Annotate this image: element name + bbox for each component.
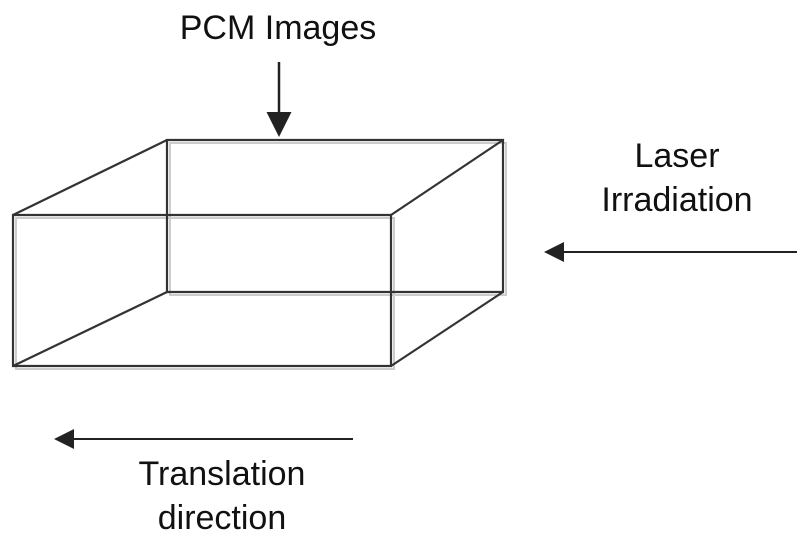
translation-label-line2: direction: [157, 499, 287, 537]
box-front-face: [11, 213, 393, 368]
box-edge-top-left: [12, 139, 168, 216]
wireframe-box: [11, 138, 505, 368]
pcm-images-label: PCM Images: [148, 6, 408, 50]
pcm-images-text: PCM Images: [179, 9, 377, 47]
translation-direction-label: Translation direction: [92, 452, 352, 540]
box-edge-bottom-right: [390, 291, 504, 367]
laser-irradiation-label: Laser Irradiation: [562, 134, 792, 222]
box-edge-top-right: [390, 139, 504, 216]
laser-label-line2: Irradiation: [601, 181, 753, 219]
box-shadow: [15, 142, 507, 370]
laser-label-line1: Laser: [634, 137, 720, 175]
box-edge-bottom-left: [12, 291, 168, 367]
translation-label-line1: Translation: [138, 455, 306, 493]
